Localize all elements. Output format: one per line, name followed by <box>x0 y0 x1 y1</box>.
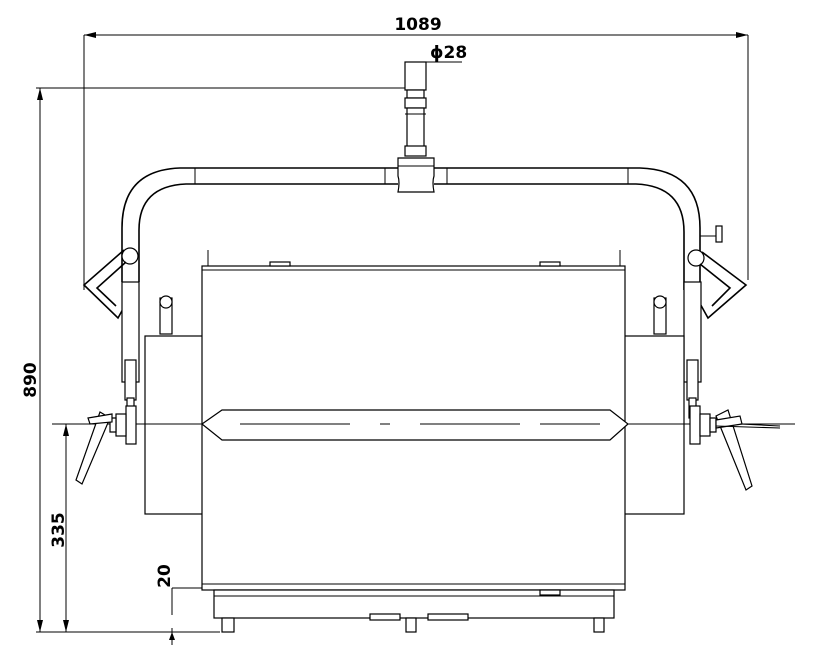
right-end-cap <box>623 335 685 515</box>
dimension-base-offset: 20 <box>155 564 232 645</box>
right-tilt-lock-handle <box>689 405 781 491</box>
dimension-width: 1089 <box>83 15 749 290</box>
left-tilt-lock-handle <box>75 405 137 485</box>
left-end-cap <box>144 335 204 515</box>
yoke-bracket <box>121 157 723 290</box>
base-offset-label: 20 <box>155 564 175 588</box>
axis-height-label: 335 <box>49 512 69 548</box>
height-dimension-label: 890 <box>21 362 41 398</box>
pole-diameter-label: ϕ28 <box>430 43 467 63</box>
left-yoke-arm <box>82 247 173 419</box>
fixture-base <box>213 589 615 633</box>
dimension-axis-height: 335 <box>49 424 69 632</box>
tilt-axis-centerline <box>52 409 795 441</box>
dimension-height: 890 <box>21 87 405 633</box>
mounting-pole <box>404 61 427 157</box>
width-dimension-label: 1089 <box>394 15 441 35</box>
